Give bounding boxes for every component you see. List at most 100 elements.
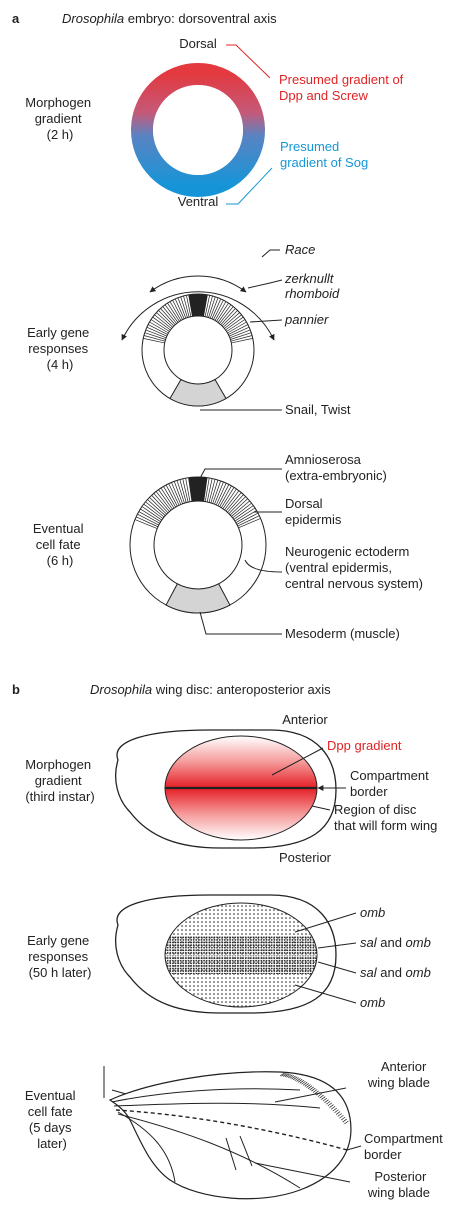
hatch-line (214, 301, 227, 321)
race-leader (261, 249, 280, 258)
wing-vein-4 (117, 1111, 176, 1183)
anterior-blade-leader (274, 1087, 347, 1103)
hatch-line (204, 477, 210, 502)
hatch-line (176, 480, 185, 504)
pannier-hatching (143, 294, 253, 344)
snail-twist-label: Snail, Twist (285, 402, 351, 417)
omb-bottom-label: omb (360, 995, 385, 1010)
dpp-gradient-label: Presumed gradient of Dpp and Screw (279, 72, 407, 103)
hatch-line (168, 483, 180, 506)
hatch-line (141, 506, 162, 521)
hatch-line (226, 319, 246, 332)
amnioserosa-band (188, 476, 208, 502)
hatch-line (150, 319, 170, 332)
hatch-line (206, 295, 213, 318)
hatch-line (163, 486, 176, 508)
hatch-line (223, 312, 240, 328)
hatch-line (215, 482, 227, 506)
hatch-line (164, 304, 179, 323)
omb-bottom-leader (294, 984, 357, 1004)
pannier-leader (249, 319, 283, 323)
wing-vein-3 (117, 1113, 301, 1189)
zerknullt-label: zerknullt rhomboid (284, 271, 340, 301)
omb-top-leader (294, 912, 357, 933)
hatch-line (165, 484, 178, 507)
hatch-line (208, 479, 216, 503)
hatch-line (151, 495, 169, 514)
hatch-line (147, 324, 168, 335)
hatch-line (231, 338, 253, 344)
sal-omb-leader-1 (317, 942, 357, 949)
sal-omb-label-2: sal and omb (360, 965, 431, 980)
hatch-line (237, 515, 260, 527)
amnioserosa-label: Amnioserosa (extra-embryonic) (285, 452, 387, 483)
hatch-line (160, 308, 176, 325)
hatch-line (134, 519, 158, 529)
hatch-line (206, 478, 213, 503)
hatch-line (171, 482, 182, 505)
hatch-line (145, 501, 165, 518)
hatch-line (211, 298, 222, 320)
hatch-line (185, 478, 191, 502)
posterior-label: Posterior (279, 850, 332, 865)
sog-leader (226, 167, 273, 205)
race-arrow (149, 275, 247, 293)
hatch-line (172, 299, 183, 320)
hatch-line (221, 310, 238, 327)
hatch-line (155, 491, 172, 511)
panel-b-title: Drosophila wing disc: anteroposterior ax… (90, 682, 331, 697)
pannier-label: pannier (284, 312, 329, 327)
hatch-line (212, 480, 222, 504)
amnioserosa-leader (197, 468, 282, 483)
hatch-line (216, 302, 229, 322)
hatch-line (174, 298, 185, 320)
compartment-leader-3 (346, 1145, 362, 1151)
hatch-line (213, 299, 224, 320)
hatch-line (233, 505, 254, 520)
wing-vein-2 (113, 1102, 321, 1109)
wing-vein-1 (111, 1088, 301, 1103)
omb-top-label: omb (360, 905, 385, 920)
hatch-line (224, 490, 240, 511)
zerknullt-leader (247, 279, 283, 289)
hatch-line (143, 338, 165, 344)
ring-inner-3 (153, 500, 243, 590)
anterior-blade-label: Anterior wing blade (367, 1059, 430, 1090)
hatch-line (234, 507, 256, 522)
dpp-gradient-text: Dpp gradient (327, 738, 402, 753)
dorsal-label: Dorsal (179, 36, 217, 51)
hatch-line (208, 296, 216, 318)
hatch-line (160, 487, 175, 509)
compartment-label-3: Compartment border (364, 1131, 446, 1162)
hatch-line (224, 314, 242, 329)
compartment-border-dashed (115, 1109, 348, 1151)
a1-side-label: Morphogen gradient (2 h) (25, 95, 94, 142)
hatch-line (220, 308, 236, 325)
hatch-line (225, 316, 244, 331)
compartment-label-1: Compartment border (350, 768, 432, 799)
hatch-line (180, 296, 188, 318)
hatch-line (158, 489, 173, 510)
dorsal-epidermis-label: Dorsal epidermis (285, 496, 342, 527)
snail-twist-band (169, 378, 227, 407)
hatch-line (222, 488, 237, 509)
zerknullt-arrow (121, 291, 275, 341)
hatch-line (143, 503, 164, 519)
hatch-line (135, 516, 159, 528)
hatch-line (214, 481, 224, 505)
adult-wing (103, 1066, 352, 1200)
panel-a-letter: a (12, 11, 20, 26)
panel-a-title: Drosophila embryo: dorsoventral axis (62, 11, 277, 26)
b2-side-label: Early gene responses (50 h later) (27, 933, 93, 980)
race-label: Race (285, 242, 315, 257)
hatch-line (149, 321, 169, 334)
hatch-line (227, 321, 247, 334)
hatch-line (169, 301, 182, 321)
region-leader (311, 805, 331, 811)
hatch-line (228, 496, 246, 514)
hatch-line (228, 324, 249, 335)
neurogenic-label: Neurogenic ectoderm (ventral epidermis, … (285, 544, 423, 591)
ring-interior (153, 85, 243, 175)
zerknullt-band (188, 294, 208, 317)
